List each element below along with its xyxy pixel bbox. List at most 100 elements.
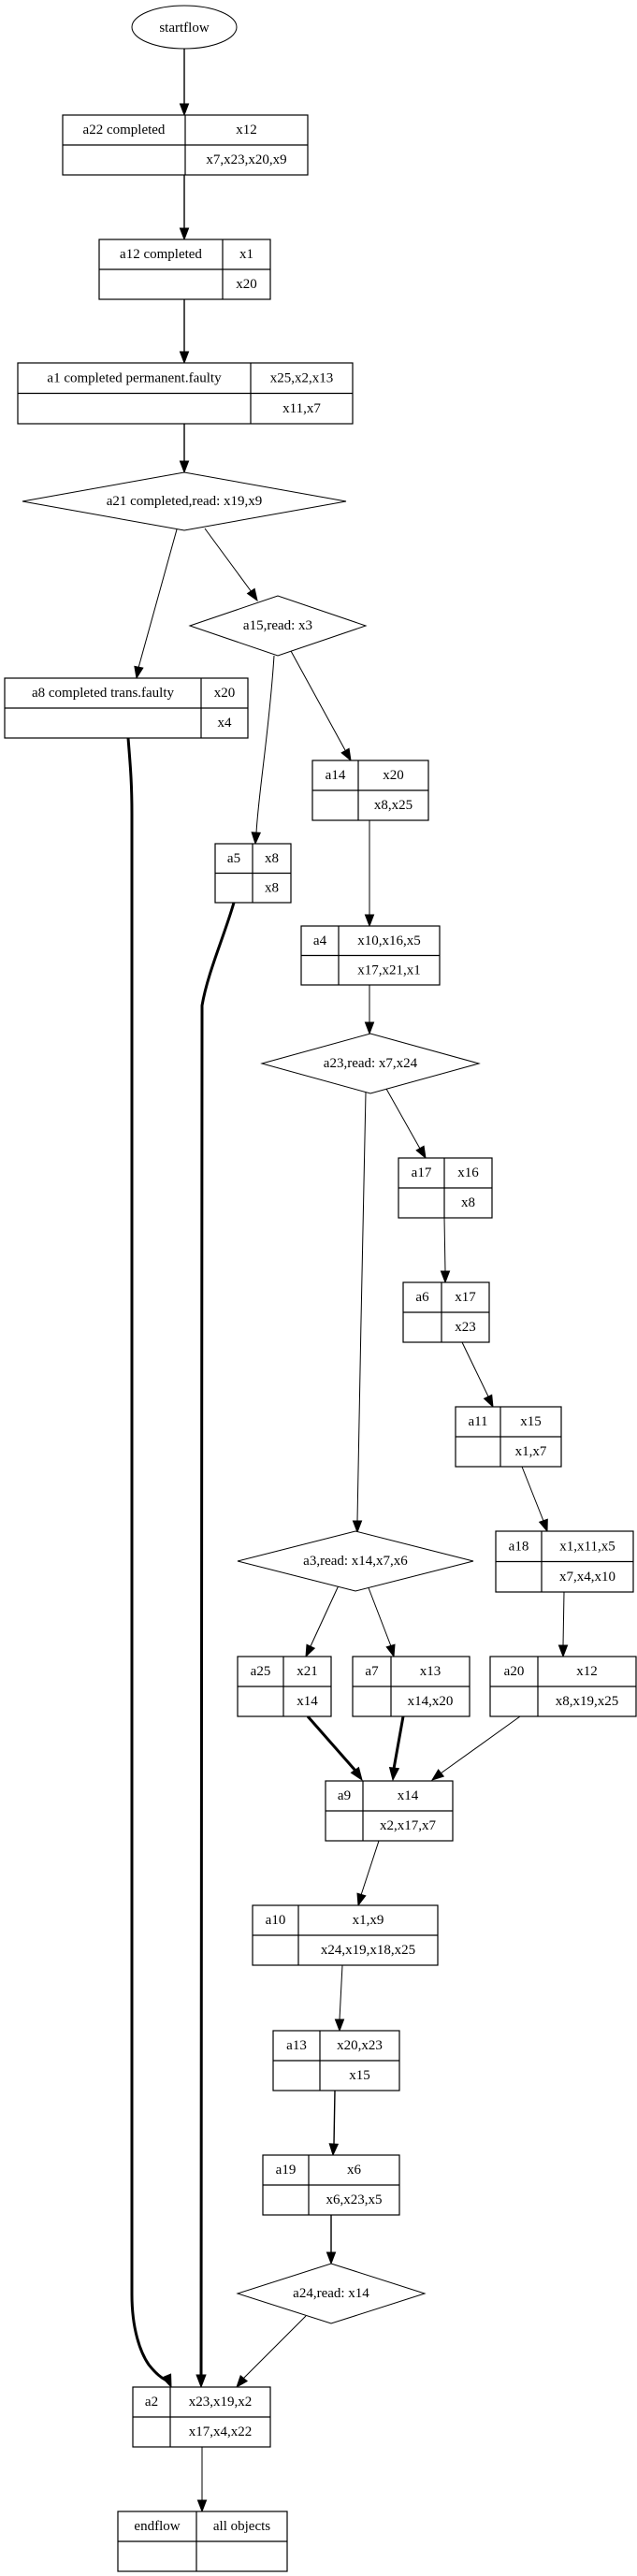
edge-line xyxy=(255,655,275,834)
node-top-objects: x1,x11,x5 xyxy=(559,1539,615,1554)
node-top-objects: x12 xyxy=(236,123,257,137)
node-bottom-objects: x20 xyxy=(236,277,257,292)
node-name-label: a14 xyxy=(326,768,346,783)
decision-diamond xyxy=(188,595,368,657)
node-bottom-objects: x15 xyxy=(349,2068,370,2083)
arrowhead-icon xyxy=(179,351,190,365)
node-name-label: a11 xyxy=(468,1414,487,1429)
edge-a15-to-a5 xyxy=(251,655,275,846)
edge-startflow-to-a22 xyxy=(179,49,190,117)
node-bottom-objects: x8,x19,x25 xyxy=(556,1694,619,1709)
node-top-objects: x17 xyxy=(455,1290,476,1305)
node-bottom-objects: x4 xyxy=(218,716,233,731)
node-bottom-objects: x11,x7 xyxy=(282,401,321,416)
node-bottom-objects: x14 xyxy=(297,1694,318,1709)
node-bottom-objects: x17,x21,x1 xyxy=(357,962,421,977)
arrowhead-icon xyxy=(356,1892,367,1907)
arrowhead-icon xyxy=(195,2374,207,2389)
node-name-label: a9 xyxy=(338,1788,351,1803)
node-startflow[interactable]: startflow xyxy=(131,5,238,50)
arrowhead-icon xyxy=(134,665,144,680)
node-top-objects: x16 xyxy=(457,1165,479,1180)
node-name-label: a1 completed permanent.faulty xyxy=(47,370,222,385)
node-name-label: a7 xyxy=(365,1664,379,1679)
node-bottom-objects: x8 xyxy=(265,880,279,895)
arrowhead-icon xyxy=(161,2373,172,2389)
edge-line xyxy=(138,528,178,669)
edge-line xyxy=(126,737,167,2382)
decision-label: a15,read: x3 xyxy=(243,618,312,633)
edge-line xyxy=(443,1217,446,1272)
arrowhead-icon xyxy=(364,914,375,928)
node-name-label: a19 xyxy=(276,2163,297,2178)
edge-a23-to-a3 xyxy=(352,1092,367,1534)
node-top-objects: x6 xyxy=(347,2163,362,2178)
arrowhead-icon xyxy=(415,1145,427,1160)
edge-a22-to-a12 xyxy=(179,175,190,241)
edge-a7-to-a9 xyxy=(388,1715,405,1782)
decision-label: a21 completed,read: x19,x9 xyxy=(107,494,263,509)
arrowhead-icon xyxy=(352,1520,363,1534)
arrowhead-icon xyxy=(328,2143,340,2157)
edge-a20-to-a9 xyxy=(430,1715,521,1781)
edge-a13-to-a19 xyxy=(328,2090,340,2157)
edge-a9-to-a10 xyxy=(356,1840,380,1907)
start-ellipse xyxy=(131,5,238,50)
edge-line xyxy=(242,2315,307,2380)
node-name-label: a18 xyxy=(509,1539,529,1554)
arrowhead-icon xyxy=(179,103,190,117)
node-top-objects: x21 xyxy=(297,1664,318,1679)
decision-diamond xyxy=(260,1033,481,1094)
node-a24[interactable]: a24,read: x14 xyxy=(236,2263,427,2324)
node-top-objects: x12 xyxy=(576,1664,598,1679)
node-name-label: a4 xyxy=(313,933,327,948)
arrowhead-icon xyxy=(557,1644,569,1658)
arrowhead-icon xyxy=(388,1766,400,1782)
node-a13[interactable]: a13 x20,x23 x15 xyxy=(272,2030,400,2091)
start-label: startflow xyxy=(159,21,209,36)
edge-a2-to-endflow xyxy=(196,2447,208,2513)
node-a21[interactable]: a21 completed,read: x19,x9 xyxy=(22,471,347,531)
node-a15[interactable]: a15,read: x3 xyxy=(188,595,368,657)
edge-a21-to-a15 xyxy=(204,528,258,602)
node-name-label: a13 xyxy=(286,2038,307,2053)
node-bottom-objects: x23 xyxy=(455,1320,476,1335)
edge-a12-to-a1 xyxy=(179,299,190,365)
arrowhead-icon xyxy=(385,1643,396,1658)
arrowhead-icon xyxy=(179,227,190,241)
edge-a5-to-a2 xyxy=(195,902,236,2389)
node-a3[interactable]: a3,read: x14,x7,x6 xyxy=(237,1530,474,1592)
node-bottom-objects: x2,x17,x7 xyxy=(380,1818,437,1833)
edge-a17-to-a6 xyxy=(440,1217,451,1284)
edge-a3-to-a7 xyxy=(367,1585,396,1658)
node-top-objects: x20,x23 xyxy=(337,2038,383,2053)
edge-a14-to-a4 xyxy=(364,820,375,928)
edge-line xyxy=(385,1088,421,1150)
edge-a23-to-a17 xyxy=(385,1088,427,1160)
edge-line xyxy=(306,1715,357,1772)
decision-label: a24,read: x14 xyxy=(293,2286,369,2301)
node-a23[interactable]: a23,read: x7,x24 xyxy=(260,1033,481,1094)
edge-line xyxy=(333,2090,336,2145)
